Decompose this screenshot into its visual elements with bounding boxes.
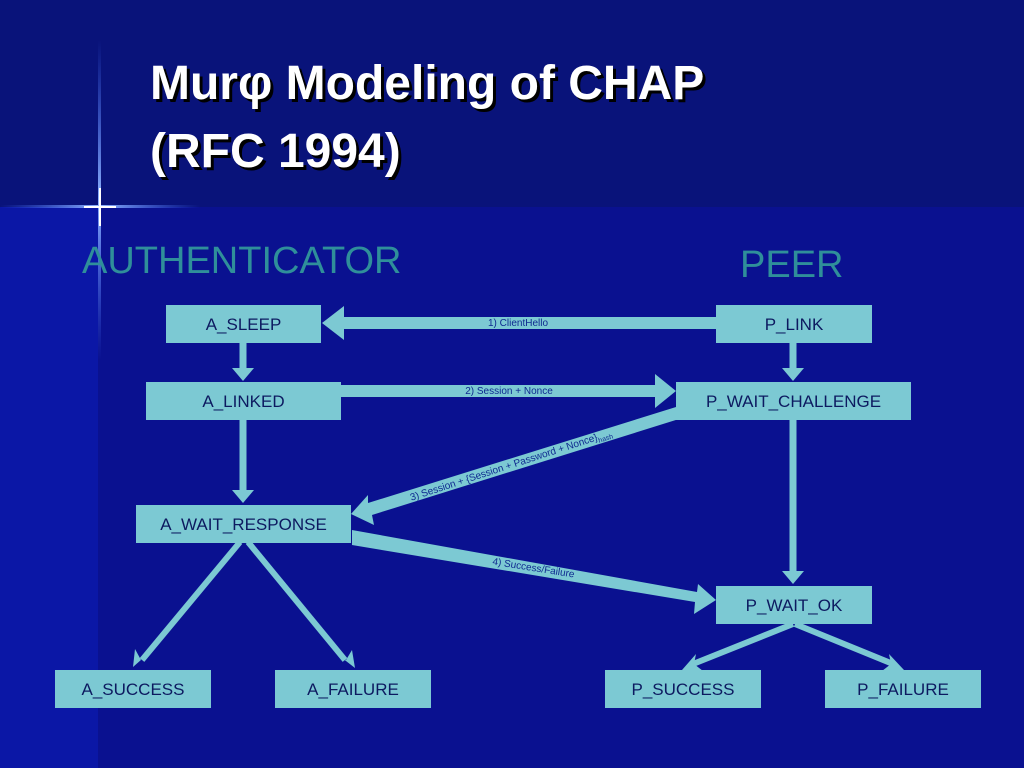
message-1-label: 1) ClientHello bbox=[488, 318, 548, 329]
state-p-success: P_SUCCESS bbox=[605, 670, 761, 708]
state-a-success: A_SUCCESS bbox=[55, 670, 211, 708]
edge-p-wait-ok-to-p-failure bbox=[793, 621, 895, 667]
peer-heading: PEER bbox=[740, 244, 844, 286]
state-p-wait-ok: P_WAIT_OK bbox=[716, 586, 872, 624]
state-p-wait-challenge-label: P_WAIT_CHALLENGE bbox=[706, 392, 881, 411]
state-p-failure-label: P_FAILURE bbox=[857, 680, 949, 699]
message-3-text: 3) Session + {Session + Password + Nonce… bbox=[409, 432, 600, 503]
state-a-linked: A_LINKED bbox=[146, 382, 341, 420]
arrowhead bbox=[882, 654, 904, 671]
state-a-sleep: A_SLEEP bbox=[166, 305, 321, 343]
state-p-wait-challenge: P_WAIT_CHALLENGE bbox=[676, 382, 911, 420]
state-p-success-label: P_SUCCESS bbox=[632, 680, 735, 699]
state-a-sleep-label: A_SLEEP bbox=[206, 315, 282, 334]
edge-a-wait-response-to-a-failure bbox=[245, 540, 348, 662]
message-2-label: 2) Session + Nonce bbox=[465, 386, 553, 397]
state-a-success-label: A_SUCCESS bbox=[82, 680, 185, 699]
state-p-link: P_LINK bbox=[716, 305, 872, 343]
message-4-arrow bbox=[352, 530, 716, 614]
state-a-failure: A_FAILURE bbox=[275, 670, 431, 708]
arrowhead bbox=[682, 654, 703, 671]
state-p-failure: P_FAILURE bbox=[825, 670, 981, 708]
arrowhead bbox=[232, 368, 254, 381]
arrowhead bbox=[782, 368, 804, 381]
message-4-label: 4) Success/Failure bbox=[492, 557, 576, 581]
message-1-arrow-shaft bbox=[338, 317, 716, 329]
state-p-wait-ok-label: P_WAIT_OK bbox=[746, 596, 843, 615]
title-band bbox=[0, 0, 1024, 207]
state-p-link-label: P_LINK bbox=[765, 315, 824, 334]
message-3-label: 3) Session + {Session + Password + Nonce… bbox=[409, 428, 614, 506]
state-a-failure-label: A_FAILURE bbox=[307, 680, 399, 699]
message-1-arrowhead bbox=[322, 306, 344, 340]
authenticator-heading: AUTHENTICATOR bbox=[82, 240, 402, 282]
arrowhead bbox=[337, 650, 355, 668]
arrowhead bbox=[133, 649, 150, 667]
state-a-wait-response-label: A_WAIT_RESPONSE bbox=[160, 515, 327, 534]
slide-title: Murφ Modeling of CHAP (RFC 1994) bbox=[150, 57, 705, 178]
message-3-arrow bbox=[351, 407, 679, 525]
arrowhead bbox=[782, 571, 804, 584]
message-2-arrow-shaft bbox=[341, 385, 657, 397]
message-2-arrowhead bbox=[655, 374, 676, 408]
arrowhead bbox=[232, 490, 254, 503]
state-a-wait-response: A_WAIT_RESPONSE bbox=[136, 505, 351, 543]
state-a-linked-label: A_LINKED bbox=[202, 392, 284, 411]
message-3-subscript: hash bbox=[598, 433, 615, 444]
edge-a-wait-response-to-a-success bbox=[139, 540, 243, 662]
edge-p-wait-ok-to-p-success bbox=[691, 621, 795, 667]
